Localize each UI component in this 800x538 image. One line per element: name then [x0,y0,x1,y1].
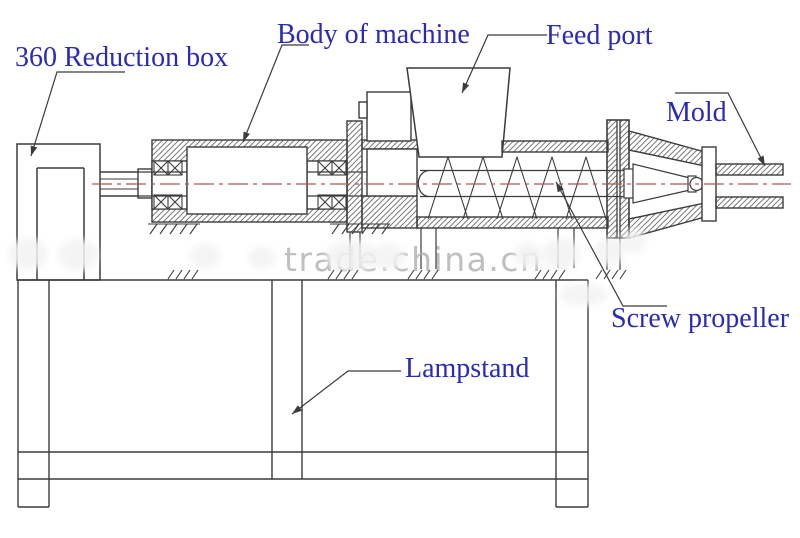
lampstand-frame [17,279,589,508]
leader-reduction-box [30,71,125,157]
machine-ground-hatch [148,223,390,235]
machine-body-barrel [151,139,348,223]
barrel-drum [186,146,308,215]
leader-lines [30,34,766,415]
label-screw-propeller: Screw propeller [611,303,790,334]
leader-body-of-machine [242,44,309,143]
blur-smudges [8,229,646,306]
watermark-text: trade.china.cn [284,240,542,279]
leader-screw-propeller [555,181,667,307]
feed-chamber [366,148,418,197]
stand-ground-hatch [167,269,627,280]
label-body-of-machine: Body of machine [277,19,470,50]
die-cone [628,130,706,239]
feed-section [346,91,420,233]
label-feed-port: Feed port [546,20,653,51]
leader-mold [675,92,766,167]
screw-propeller [417,156,624,220]
leader-lampstand [291,370,401,415]
label-lampstand: Lampstand [405,353,530,384]
feed-hopper [406,67,511,158]
watermark: trade.china.cn [284,240,542,279]
label-reduction-box: 360 Reduction box [15,42,229,73]
label-mold: Mold [666,97,727,128]
bearings [153,160,347,210]
feed-flange [346,120,363,233]
intermediate-shaft [138,171,367,197]
leader-feed-port [461,34,547,94]
feed-gear-housing [366,91,412,142]
